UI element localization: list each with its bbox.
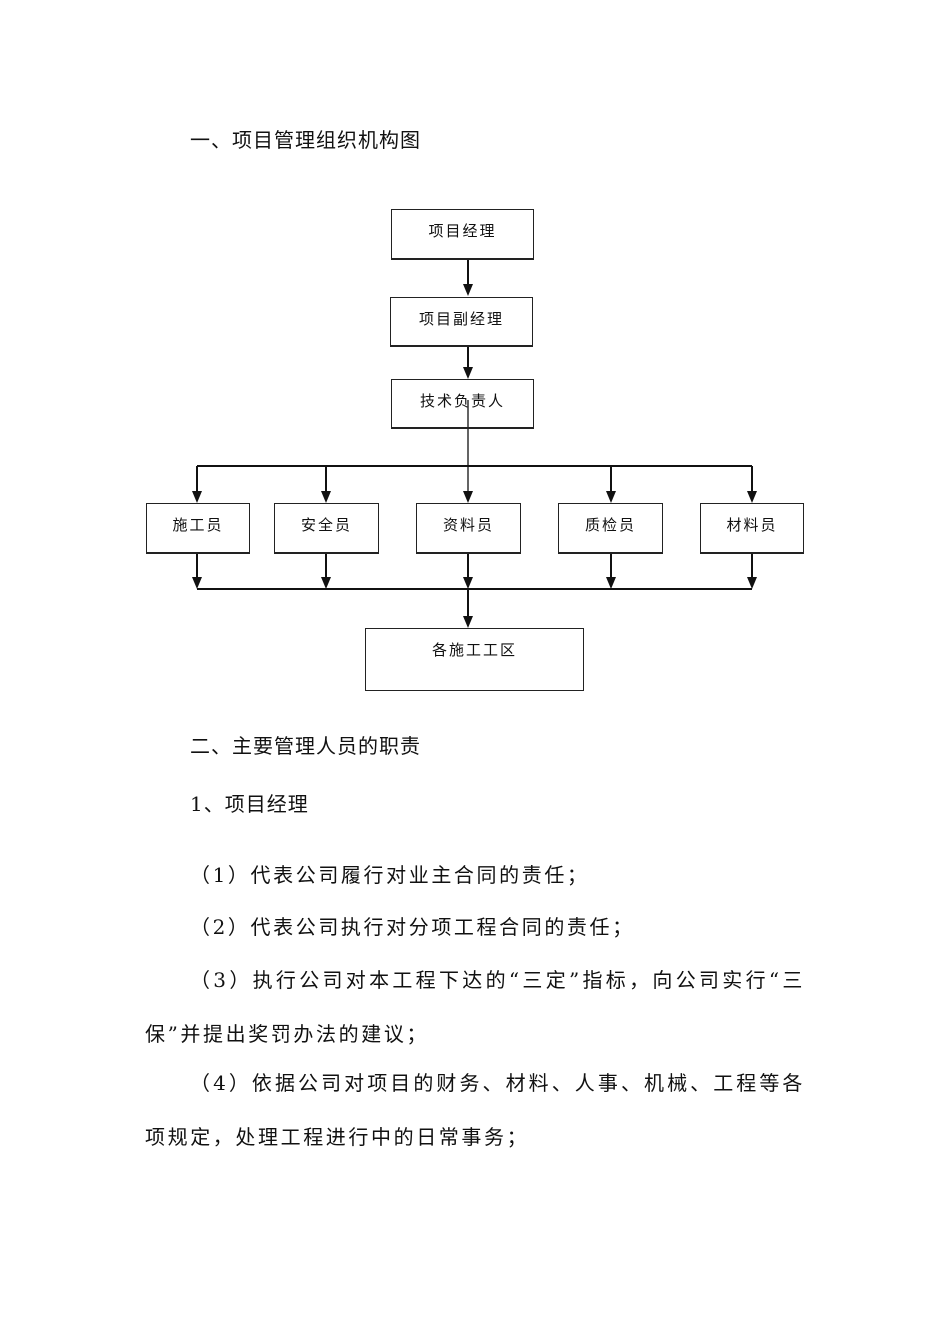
duty-paragraph: （2）代表公司执行对分项工程合同的责任； bbox=[190, 915, 635, 939]
org-box-staff: 材料员 bbox=[700, 503, 804, 554]
org-box-staff: 施工员 bbox=[146, 503, 250, 554]
org-box-manager: 项目经理 bbox=[391, 209, 534, 260]
duty-paragraph: （1）代表公司履行对业主合同的责任； bbox=[190, 863, 590, 887]
org-box-tech-lead: 技术负责人 bbox=[391, 379, 534, 429]
section-title-org-chart: 一、项目管理组织机构图 bbox=[190, 128, 421, 152]
org-box-staff: 安全员 bbox=[274, 503, 379, 554]
arrowheads bbox=[192, 284, 757, 628]
duty-paragraph: （4）依据公司对项目的财务、材料、人事、机械、工程等各项规定，处理工程进行中的日… bbox=[145, 1071, 805, 1149]
org-box-staff: 质检员 bbox=[558, 503, 663, 554]
duty-paragraph: （3）执行公司对本工程下达的“三定”指标，向公司实行“三保”并提出奖罚办法的建议… bbox=[145, 968, 805, 1046]
section-title-duties: 二、主要管理人员的职责 bbox=[190, 734, 421, 758]
org-box-staff: 资料员 bbox=[416, 503, 521, 554]
org-box-deputy: 项目副经理 bbox=[390, 297, 533, 347]
subsection-title-manager: 1、项目经理 bbox=[190, 792, 309, 816]
org-box-work-areas: 各施工工区 bbox=[365, 628, 584, 691]
